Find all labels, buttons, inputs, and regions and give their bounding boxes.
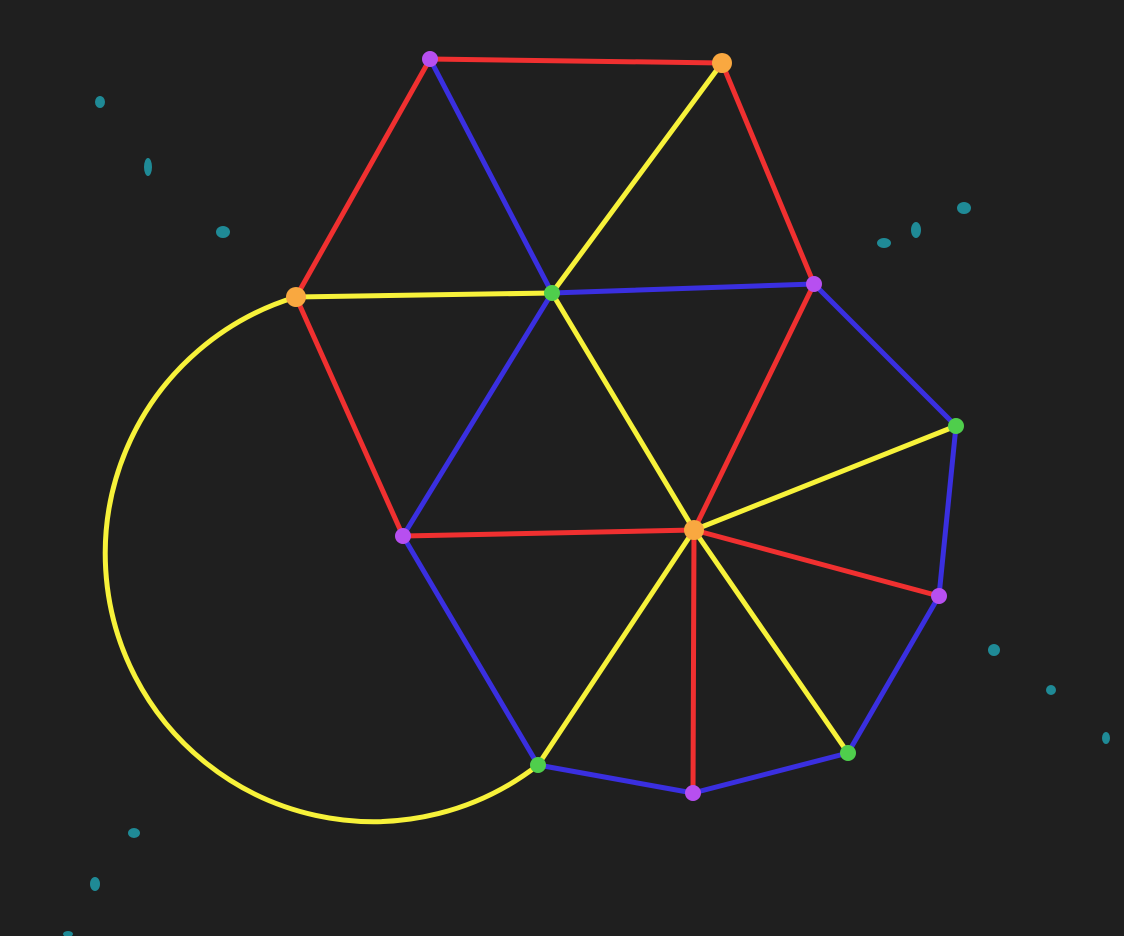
edge-n6-n9 xyxy=(936,423,959,599)
node-n6 xyxy=(948,418,964,434)
node-layer xyxy=(286,51,964,801)
edge-n8-n10 xyxy=(691,527,851,756)
edge-n7-n12 xyxy=(400,533,541,768)
edge-n3-n7 xyxy=(293,294,406,539)
node-n11 xyxy=(685,785,701,801)
speck-12 xyxy=(63,931,73,936)
edge-layer xyxy=(102,56,959,825)
edge-n1-n4 xyxy=(427,56,555,296)
node-n4 xyxy=(544,285,560,301)
node-n5 xyxy=(806,276,822,292)
speck-3 xyxy=(216,226,230,238)
edge-n1-n2 xyxy=(427,56,725,66)
edge-n8-n9 xyxy=(691,527,942,599)
edge-n8-n11 xyxy=(690,527,697,796)
speck-4 xyxy=(877,238,891,248)
edge-n8-n12 xyxy=(535,527,697,768)
edge-n5-n6 xyxy=(811,281,959,429)
speck-1 xyxy=(95,96,105,108)
node-n2 xyxy=(712,53,732,73)
speck-11 xyxy=(90,877,100,891)
node-n1 xyxy=(422,51,438,67)
edge-n11-n12 xyxy=(535,762,696,796)
node-n9 xyxy=(931,588,947,604)
node-n7 xyxy=(395,528,411,544)
edge-n2-n5 xyxy=(719,60,817,287)
node-n10 xyxy=(840,745,856,761)
speck-2 xyxy=(144,158,152,176)
node-n12 xyxy=(530,757,546,773)
speck-6 xyxy=(957,202,971,214)
node-n3 xyxy=(286,287,306,307)
edge-n10-n11 xyxy=(690,750,851,796)
edge-n3-n12 xyxy=(102,294,541,825)
speck-8 xyxy=(1046,685,1056,695)
edge-n4-n8 xyxy=(549,290,697,533)
edge-n1-n3 xyxy=(293,56,433,300)
edge-n3-n4 xyxy=(293,290,555,300)
edge-n9-n10 xyxy=(845,593,942,756)
speck-9 xyxy=(1102,732,1110,744)
edge-n5-n8 xyxy=(691,281,817,533)
speck-7 xyxy=(988,644,1000,656)
edge-n6-n8 xyxy=(691,423,959,533)
speck-layer xyxy=(63,96,1110,936)
edge-n2-n4 xyxy=(549,60,725,296)
edge-n4-n5 xyxy=(549,281,817,296)
edge-n7-n8 xyxy=(400,527,697,539)
speck-5 xyxy=(911,222,921,238)
node-n8 xyxy=(684,520,704,540)
speck-10 xyxy=(128,828,140,838)
edge-n4-n7 xyxy=(400,290,555,539)
